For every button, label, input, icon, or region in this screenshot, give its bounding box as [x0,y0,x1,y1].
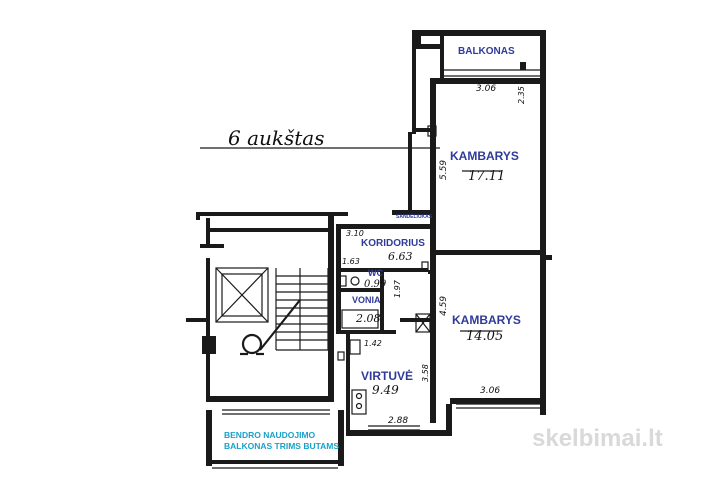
omega-symbol [240,333,264,356]
corridor-area: 6.63 [388,250,413,263]
room2-name: KAMBARYS [452,313,521,327]
kitchen-area: 9.49 [372,383,399,397]
dim-358: 3.58 [421,364,430,382]
dim-142: 1.42 [364,339,382,348]
dim-306-bottom: 3.06 [480,386,500,396]
dim-235: 2.35 [517,86,526,104]
kitchen-name: VIRTUVĖ [361,368,413,383]
outer-walls [336,30,552,436]
shared-balcony [206,409,344,469]
balcony-top-label: BALKONAS [458,46,515,57]
shared-balcony-line1: BENDRO NAUDOJIMO [224,430,316,440]
stair-core [186,212,348,402]
storage-name: SANDĖLIUKAS [396,213,433,220]
dim-288: 2.88 [388,416,408,426]
watermark: skelbimai.lt [532,425,663,452]
stair-treads [259,268,329,351]
shared-balcony-line2: BALKONAS TRIMS BUTAMS [224,441,339,451]
room2-area: 14.05 [466,329,503,344]
wc-area: 0.99 [364,279,387,290]
wc-name: WC [368,268,383,278]
room1-name: KAMBARYS [450,149,519,163]
dim-163: 1.63 [342,257,360,266]
top-balcony [416,30,546,115]
dim-459: 4.59 [439,296,449,316]
fixtures [200,125,440,431]
dim-310: 3.10 [346,229,364,238]
bath-area: 2.08 [355,312,381,325]
dim-306-top: 3.06 [476,84,496,94]
bath-name: VONIA [352,295,381,305]
room1-area: 17.11 [468,169,505,184]
floor-label: 6 aukštas [228,126,325,150]
corridor-name: KORIDORIUS [361,238,425,249]
dim-197: 1.97 [393,279,402,298]
dim-559: 5.59 [439,160,449,180]
